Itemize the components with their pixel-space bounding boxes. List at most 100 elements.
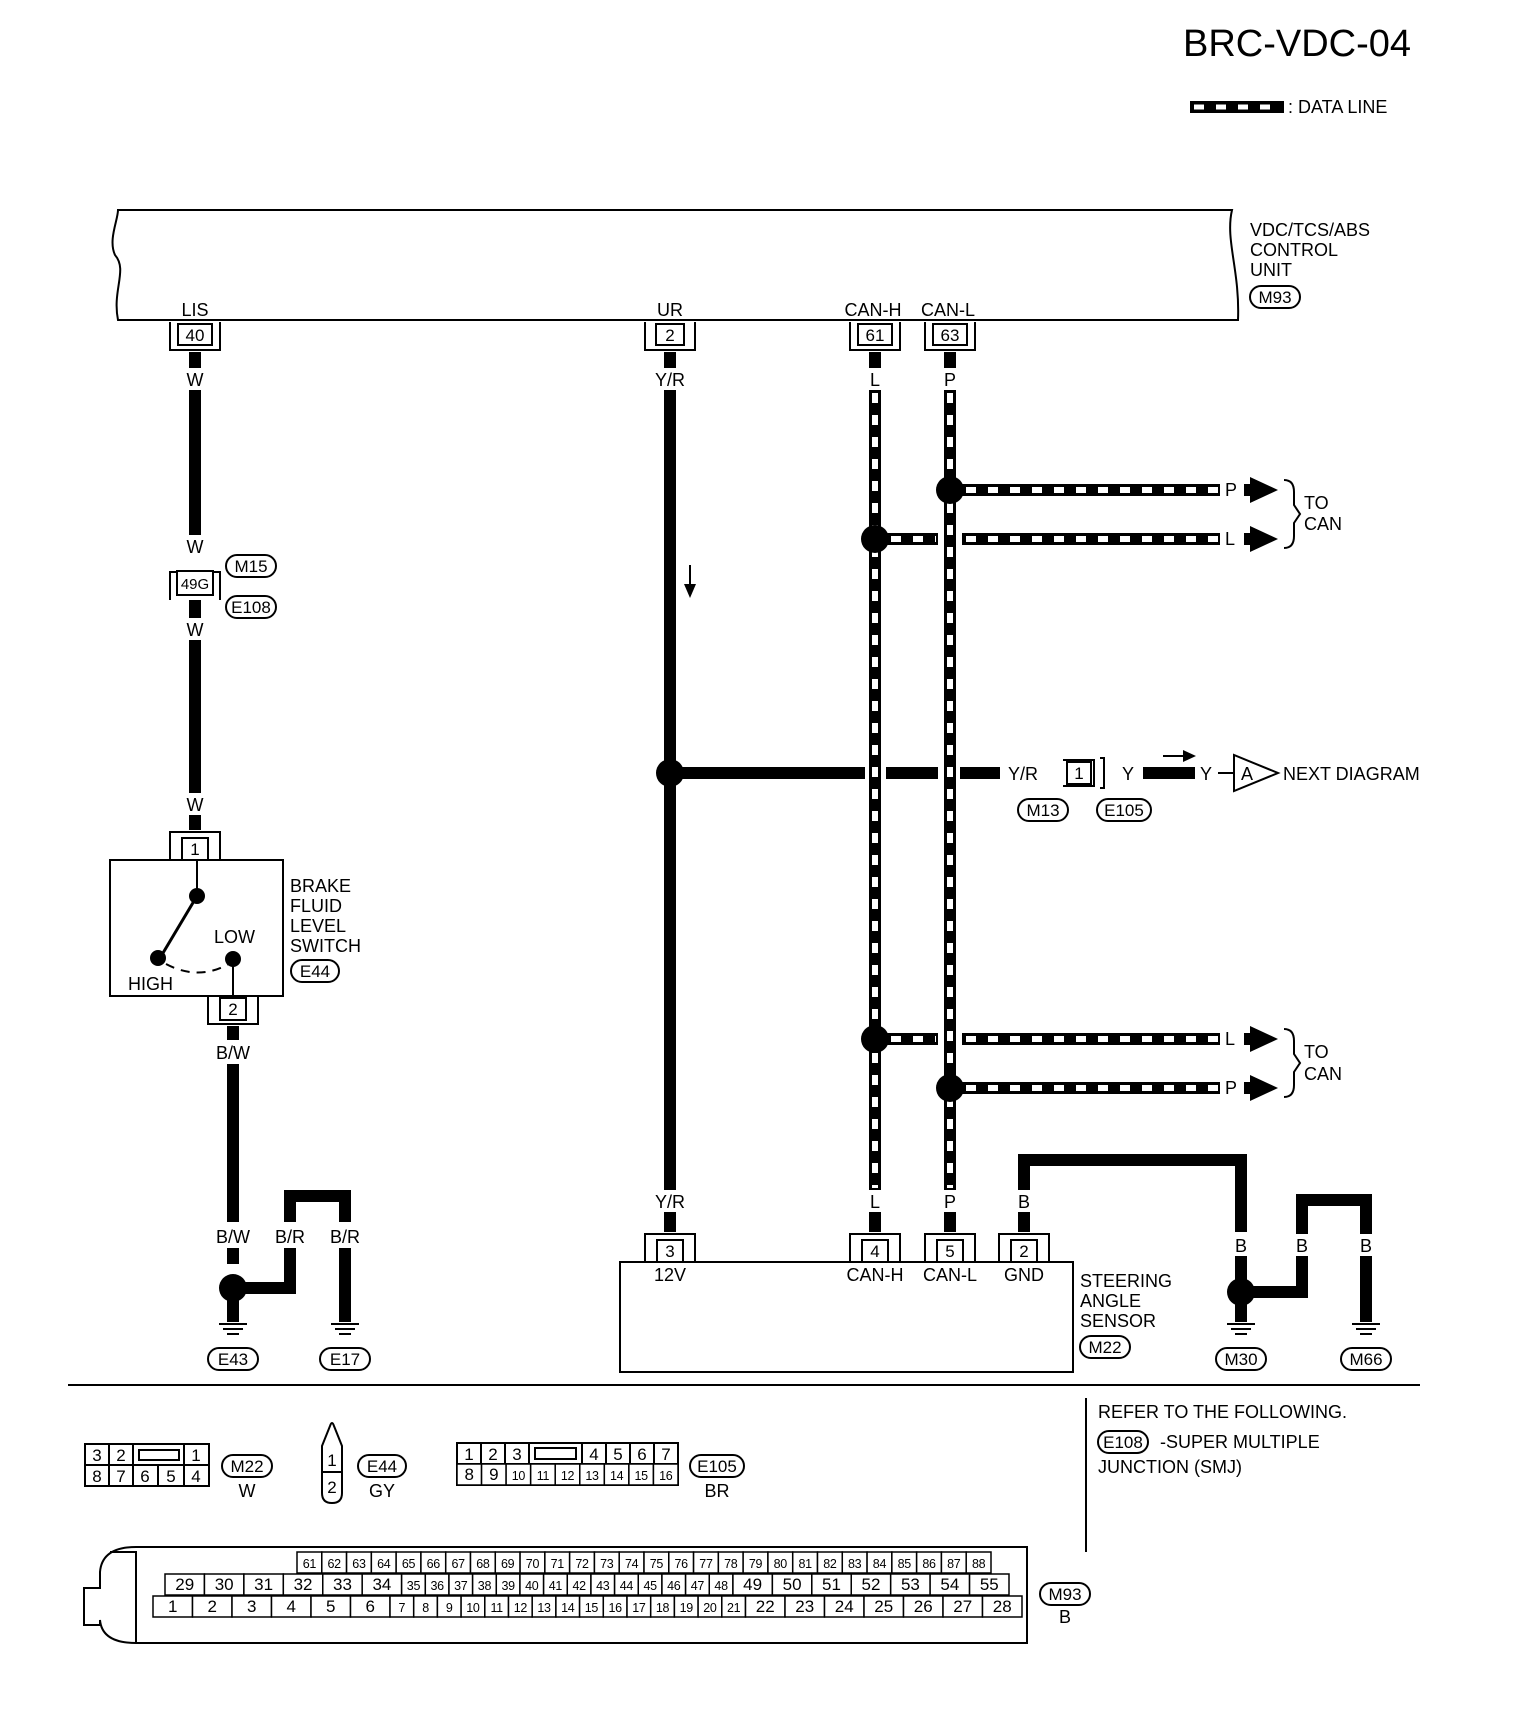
sensor-name-2: ANGLE [1080, 1291, 1141, 1311]
connector-view-m22: 3 2 1 8 7 6 5 4 [84, 1443, 210, 1487]
ground-symbol-e17 [331, 1323, 359, 1335]
svg-text:6: 6 [140, 1467, 149, 1486]
m93-pin-33-label: 33 [333, 1575, 352, 1594]
junction-conn1-id: M13 [1026, 801, 1059, 820]
wire-lis-label-3: W [187, 620, 204, 640]
m93-pin-32-label: 32 [294, 1575, 313, 1594]
m93-pin-6-label: 6 [366, 1597, 375, 1616]
m93-pin-65-label: 65 [402, 1557, 416, 1571]
m93-pin-9-label: 9 [446, 1601, 453, 1615]
sensor-pin-3-label: 12V [654, 1265, 686, 1285]
m93-pin-52-label: 52 [862, 1575, 881, 1594]
splice-canl-bottom [936, 1074, 964, 1102]
refer-conn-badge [1097, 1430, 1149, 1454]
m93-pin-22-label: 22 [756, 1597, 775, 1616]
to-can-top-l-branch [875, 526, 1278, 552]
splice-ur [656, 759, 684, 787]
cu-pin-ur-name: UR [657, 300, 683, 320]
splice-canh-bottom [861, 1025, 889, 1053]
connector-view-m93-badge [1039, 1582, 1091, 1606]
m93-pin-41-label: 41 [549, 1579, 563, 1593]
m93-pin-88-label: 88 [972, 1557, 986, 1571]
m93-pin-86-label: 86 [922, 1557, 936, 1571]
sensor-pin-4-label: CAN-H [847, 1265, 904, 1285]
m93-pin-38-label: 38 [478, 1579, 492, 1593]
m93-pin-88-cell [965, 1551, 992, 1574]
svg-text:1: 1 [191, 1446, 200, 1465]
svg-text:2: 2 [228, 1000, 237, 1019]
svg-text:4: 4 [191, 1467, 200, 1486]
svg-text:49G: 49G [181, 576, 209, 593]
m93-pin-73-label: 73 [600, 1557, 614, 1571]
m93-pin-16-label: 16 [608, 1601, 622, 1615]
m93-pin-69-label: 69 [501, 1557, 515, 1571]
sensor-connector-badge [1079, 1335, 1131, 1359]
splice-canh-top [861, 525, 889, 553]
connector-view-e44: 1 2 [321, 1422, 343, 1505]
wire-gnd-label-3: B [1296, 1236, 1308, 1256]
next-diagram-label: NEXT DIAGRAM [1283, 764, 1420, 784]
to-can-bottom-l-branch [875, 1026, 1278, 1052]
svg-text:5: 5 [166, 1467, 175, 1486]
ground-m66-id: M66 [1349, 1350, 1382, 1369]
connector-view-e44-badge [357, 1454, 407, 1478]
smj-conn-top-badge [225, 554, 277, 578]
m93-pin-76-label: 76 [675, 1557, 689, 1571]
e105-pin-9-label: 9 [489, 1465, 498, 1484]
m93-pin-79-label: 79 [749, 1557, 763, 1571]
refer-conn-id: E108 [1103, 1433, 1143, 1452]
junction-in-label: Y/R [1008, 764, 1038, 784]
svg-text:7: 7 [116, 1467, 125, 1486]
to-can-top-label-1: TO [1304, 493, 1329, 513]
svg-text:2: 2 [116, 1446, 125, 1465]
svg-text:4: 4 [870, 1242, 879, 1261]
m93-pin-50-label: 50 [783, 1575, 802, 1594]
m93-pin-27-label: 27 [953, 1597, 972, 1616]
refer-line-3: JUNCTION (SMJ) [1098, 1457, 1242, 1477]
m93-pin-4-label: 4 [287, 1597, 296, 1616]
m93-pin-21-label: 21 [727, 1601, 741, 1615]
wire-lis-label-1: W [187, 370, 204, 390]
cu-pin-61: 61 [849, 322, 901, 351]
e105-pin-15-label: 15 [635, 1469, 649, 1483]
svg-text:A: A [1241, 764, 1253, 784]
bfl-switch-low-label: LOW [214, 927, 255, 947]
e105-pin-8-label: 8 [465, 1465, 474, 1484]
svg-text:3: 3 [665, 1242, 674, 1261]
cu-pin-canl-name: CAN-L [921, 300, 975, 320]
m93-pin-45-label: 45 [643, 1579, 657, 1593]
m93-pin-66-label: 66 [427, 1557, 441, 1571]
connector-view-e105-badge [689, 1454, 745, 1478]
splice-canl-top [936, 476, 964, 504]
cu-pin-40: 40 [169, 322, 221, 351]
m93-pin-49-label: 49 [743, 1575, 762, 1594]
ground-m30-id: M30 [1224, 1350, 1257, 1369]
m93-pin-68-label: 68 [476, 1557, 490, 1571]
m93-pin-51-label: 51 [822, 1575, 841, 1594]
smj-connector: 49G [169, 570, 221, 600]
splice-bw [219, 1274, 247, 1302]
connector-view-m93-id: M93 [1048, 1585, 1081, 1604]
bfl-switch-name-1: BRAKE [290, 876, 351, 896]
control-unit-name-2: CONTROL [1250, 240, 1338, 260]
m93-pin-15-label: 15 [585, 1601, 599, 1615]
e105-pin-16-cell [652, 1463, 679, 1486]
sensor-name-1: STEERING [1080, 1271, 1172, 1291]
m93-pin-2-label: 2 [208, 1597, 217, 1616]
svg-text:2: 2 [327, 1478, 336, 1497]
bfl-switch-contacts [150, 860, 241, 996]
m93-pin-29-label: 29 [175, 1575, 194, 1594]
m93-pin-7-label: 7 [399, 1601, 406, 1615]
to-can-bottom-p-label: P [1225, 1078, 1237, 1098]
bfl-switch-name-2: FLUID [290, 896, 342, 916]
data-line-legend: : DATA LINE [1190, 97, 1387, 117]
wire-gnd [1018, 1154, 1372, 1322]
sensor-pin-5: 5 [924, 1233, 976, 1263]
m93-pin-23-label: 23 [795, 1597, 814, 1616]
current-arrow-down-icon [684, 565, 696, 598]
wire-bw-label-1: B/W [216, 1043, 250, 1063]
m93-pin-28-label: 28 [993, 1597, 1012, 1616]
svg-text:3: 3 [92, 1446, 101, 1465]
m93-pin-77-label: 77 [699, 1557, 713, 1571]
